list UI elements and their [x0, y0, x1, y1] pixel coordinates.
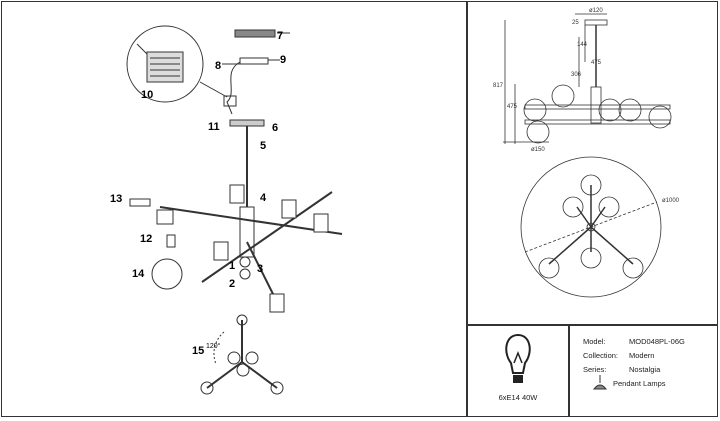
terminal-detail-circle: [126, 25, 204, 103]
spec-panel: Model: MOD048PL-06G Collection: Modern S…: [568, 324, 718, 417]
part-2: 2: [229, 278, 235, 290]
dim-total-height: 817: [493, 83, 504, 89]
part-6: 6: [272, 122, 278, 134]
dim-top-diameter: ø120: [589, 8, 603, 14]
bulb-icon: [505, 333, 531, 383]
type-value: Pendant Lamps: [613, 379, 666, 388]
part-9: 9: [280, 54, 286, 66]
collection-value: Modern: [629, 351, 655, 360]
assembly-panel: 7 8 9 10 11 6 5 4 13 12 3 14 1 2 15 120°: [1, 1, 468, 417]
angle-label: 120°: [206, 342, 221, 350]
bulb-panel: 6xE14 40W: [466, 324, 570, 417]
part-3: 3: [257, 263, 263, 275]
dim-475-top: 475: [591, 60, 602, 66]
spread-circle: [520, 156, 662, 298]
mounting-plate: [239, 57, 269, 65]
socket: [156, 209, 174, 225]
part-7: 7: [277, 30, 283, 42]
center-hub: [239, 206, 255, 258]
assembly-drawing: 7 8 9 10 11 6 5 4 13 12 3 14 1 2 15 120°: [110, 25, 343, 395]
dimension-panel: ø120 25 144 306 475 817 475 ø150 ø1000: [466, 1, 718, 326]
socket: [281, 199, 297, 219]
collection-label: Collection:: [583, 351, 619, 360]
part-13: 13: [110, 193, 122, 205]
socket: [229, 184, 245, 204]
socket: [269, 293, 285, 313]
dim-306: 306: [571, 72, 582, 78]
socket: [313, 213, 329, 233]
dim-144: 144: [577, 42, 588, 48]
part-8: 8: [215, 60, 221, 72]
model-label: Model:: [583, 337, 606, 346]
part-15: 15: [192, 345, 204, 357]
ceiling-plate: [234, 29, 276, 38]
part-11: 11: [208, 121, 220, 133]
bulb-spec: 6xE14 40W: [498, 393, 538, 402]
bulb-part: [166, 234, 176, 248]
dim-base-diameter: ø150: [531, 147, 545, 153]
cap-part: [129, 198, 151, 207]
canopy: [229, 119, 265, 127]
dim-arm-height: 475: [507, 104, 518, 110]
part-4: 4: [260, 192, 267, 204]
glass-globe: [151, 258, 183, 290]
socket: [213, 241, 229, 261]
series-label: Series:: [583, 365, 607, 374]
part-14: 14: [132, 268, 145, 280]
part-12: 12: [140, 233, 152, 245]
part-1: 1: [229, 260, 235, 272]
pendant-icon: [593, 375, 607, 390]
part-10: 10: [141, 89, 153, 101]
model-value: MOD048PL-06G: [629, 337, 685, 346]
dim-spread-diameter: ø1000: [662, 198, 680, 204]
dim-25: 25: [572, 20, 579, 26]
part-5: 5: [260, 140, 266, 152]
dimension-drawing: ø120 25 144 306 475 817 475 ø150 ø1000: [493, 8, 680, 298]
series-value: Nostalgia: [629, 365, 661, 374]
